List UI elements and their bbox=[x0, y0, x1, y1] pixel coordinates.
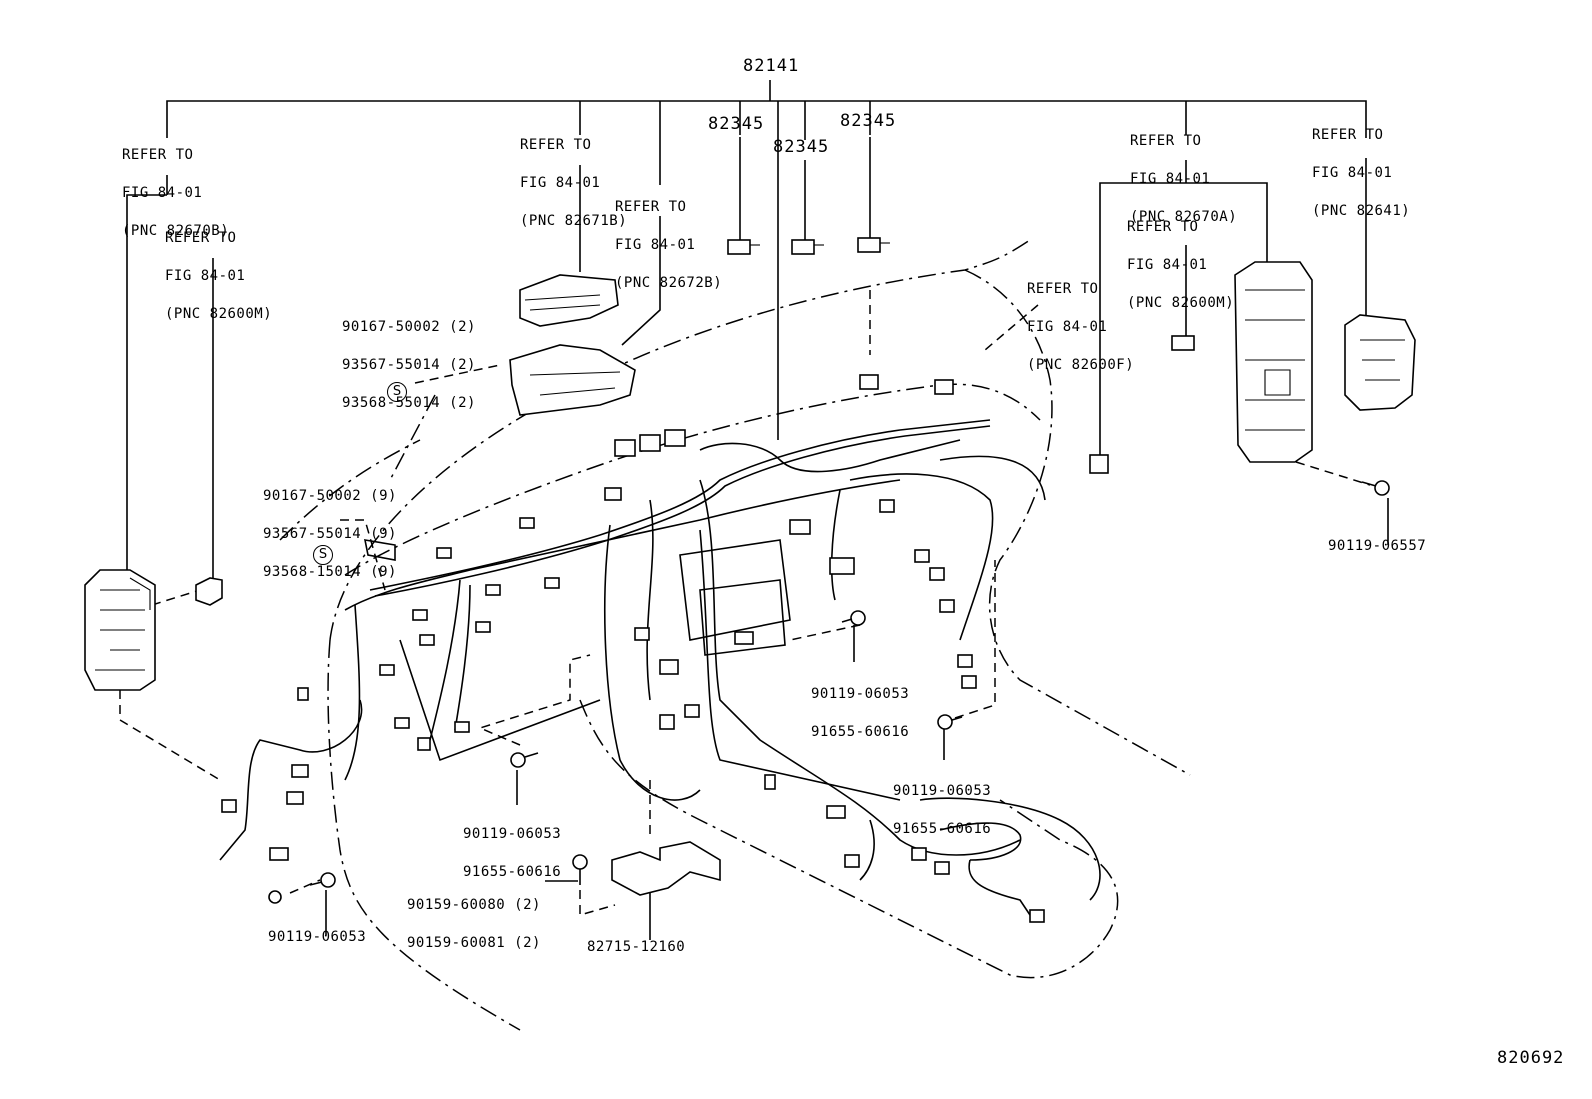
ref-82641: REFER TO FIG 84-01 (PNC 82641) bbox=[1312, 127, 1411, 219]
bolt-label-right: 90119-06557 bbox=[1328, 538, 1427, 554]
main-harness-label: 82141 bbox=[743, 56, 800, 76]
ref-82670A: REFER TO FIG 84-01 (PNC 82670A) bbox=[1130, 133, 1238, 225]
parts bbox=[84, 237, 1416, 923]
bolt-lower-left bbox=[268, 872, 336, 904]
ref-82600M-left: REFER TO FIG 84-01 (PNC 82600M) bbox=[165, 230, 273, 322]
bolt-center-right bbox=[937, 714, 963, 730]
clip-label-a: 82345 bbox=[708, 114, 765, 134]
bolt-center bbox=[841, 610, 866, 626]
ref-82671B: REFER TO FIG 84-01 (PNC 82671B) bbox=[520, 137, 628, 229]
dashboard-outline bbox=[279, 239, 1191, 1031]
bolt-lower-center bbox=[510, 752, 539, 768]
clip-82345-c bbox=[857, 237, 890, 253]
junction-block-82670A bbox=[1234, 261, 1313, 463]
clip-82345-a bbox=[727, 239, 760, 255]
part-leaders bbox=[119, 290, 1371, 916]
ref-82672B: REFER TO FIG 84-01 (PNC 82672B) bbox=[615, 199, 723, 291]
harness-connectors bbox=[221, 374, 1045, 923]
part-group-top: 90167-50002 (2) 93567-55014 (2) 93568-55… bbox=[342, 319, 476, 411]
clip-label-c: 82345 bbox=[840, 111, 897, 131]
bracket-bolt bbox=[572, 854, 588, 885]
junction-block-left bbox=[84, 569, 156, 691]
ecu-82671B bbox=[519, 274, 619, 327]
bolt-label-lower-left: 90119-06053 bbox=[268, 929, 367, 945]
bolt-label-lower-center: 90119-06053 91655-60616 bbox=[463, 826, 562, 880]
bracket-82672B bbox=[509, 344, 636, 416]
relay-block-82641 bbox=[1344, 314, 1416, 411]
bolt-90119-06557 bbox=[1361, 480, 1390, 496]
fuse-82600F bbox=[1089, 454, 1109, 474]
bracket-label: 82715-12160 bbox=[587, 939, 686, 955]
ref-82600F: REFER TO FIG 84-01 (PNC 82600F) bbox=[1027, 281, 1135, 373]
clip-82345-b bbox=[791, 239, 824, 255]
bracket-82715-12160 bbox=[611, 841, 721, 896]
leader-lines bbox=[126, 80, 1389, 940]
screw-symbol-top: S bbox=[387, 382, 407, 402]
diagram-number: 820692 bbox=[1497, 1048, 1565, 1068]
wire-harness bbox=[219, 419, 1031, 916]
clip-label-b: 82345 bbox=[773, 137, 830, 157]
bracket-bolt-labels: 90159-60080 (2) 90159-60081 (2) bbox=[407, 897, 541, 951]
bolt-label-center-right: 90119-06053 91655-60616 bbox=[893, 783, 992, 837]
dashboard-body bbox=[344, 455, 1101, 901]
ref-82600M-right: REFER TO FIG 84-01 (PNC 82600M) bbox=[1127, 219, 1235, 311]
connector-left-small bbox=[195, 577, 223, 606]
ref-82670B: REFER TO FIG 84-01 (PNC 82670B) bbox=[122, 147, 230, 239]
screw-symbol-mid: S bbox=[313, 545, 333, 565]
connector-82600M-right bbox=[1171, 335, 1195, 351]
bolt-label-center: 90119-06053 91655-60616 bbox=[811, 686, 910, 740]
part-group-mid: 90167-50002 (9) 93567-55014 (9) 93568-15… bbox=[263, 488, 397, 580]
